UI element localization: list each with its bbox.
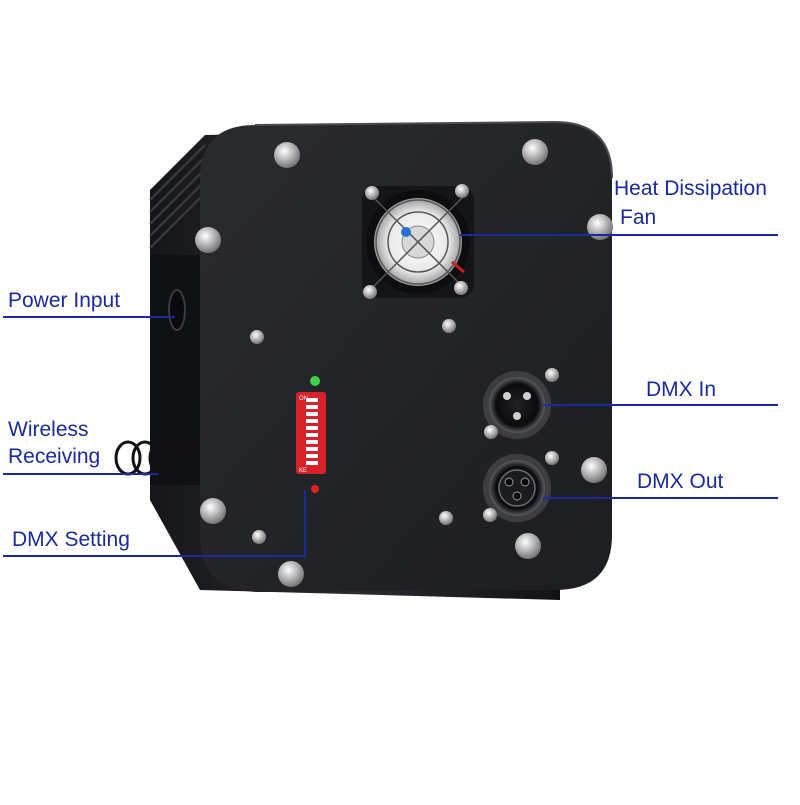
screw (363, 285, 377, 299)
screw (252, 530, 266, 544)
screw (278, 561, 304, 587)
power-input-jack (168, 289, 186, 331)
screw (442, 319, 456, 333)
label-receiving: Receiving (8, 445, 101, 468)
dmx-out-connector (483, 454, 551, 522)
screw (365, 186, 379, 200)
screw (200, 498, 226, 524)
leader-lines (3, 234, 778, 557)
leader-line-dmx-setting (3, 490, 306, 557)
dmx-in-connector (483, 371, 551, 439)
label-dmx-in: DMX In (646, 378, 717, 401)
screw (274, 142, 300, 168)
screw (439, 511, 453, 525)
screw (484, 425, 498, 439)
status-led-green (310, 376, 320, 386)
screw (522, 139, 548, 165)
screw (454, 281, 468, 295)
screw (195, 227, 221, 253)
cooling-fan (362, 186, 474, 298)
label-dmx-out: DMX Out (637, 470, 724, 493)
screw (455, 184, 469, 198)
dmx-dip-switch: ON KE (296, 376, 326, 493)
label-wireless: Wireless (8, 418, 89, 441)
screw (581, 457, 607, 483)
label-power-input: Power Input (8, 289, 121, 312)
dip-on-label: ON (299, 396, 308, 402)
screw (545, 451, 559, 465)
screw (515, 533, 541, 559)
status-led-red (311, 485, 319, 493)
screw (545, 368, 559, 382)
label-fan: Fan (620, 206, 657, 229)
label-dmx-setting: DMX Setting (12, 528, 130, 551)
screw (483, 508, 497, 522)
screw (250, 330, 264, 344)
screw (587, 214, 613, 240)
dip-ke-label: KE (299, 468, 307, 474)
label-heat-dissipation: Heat Dissipation (614, 177, 767, 200)
panel-screws (195, 139, 613, 587)
